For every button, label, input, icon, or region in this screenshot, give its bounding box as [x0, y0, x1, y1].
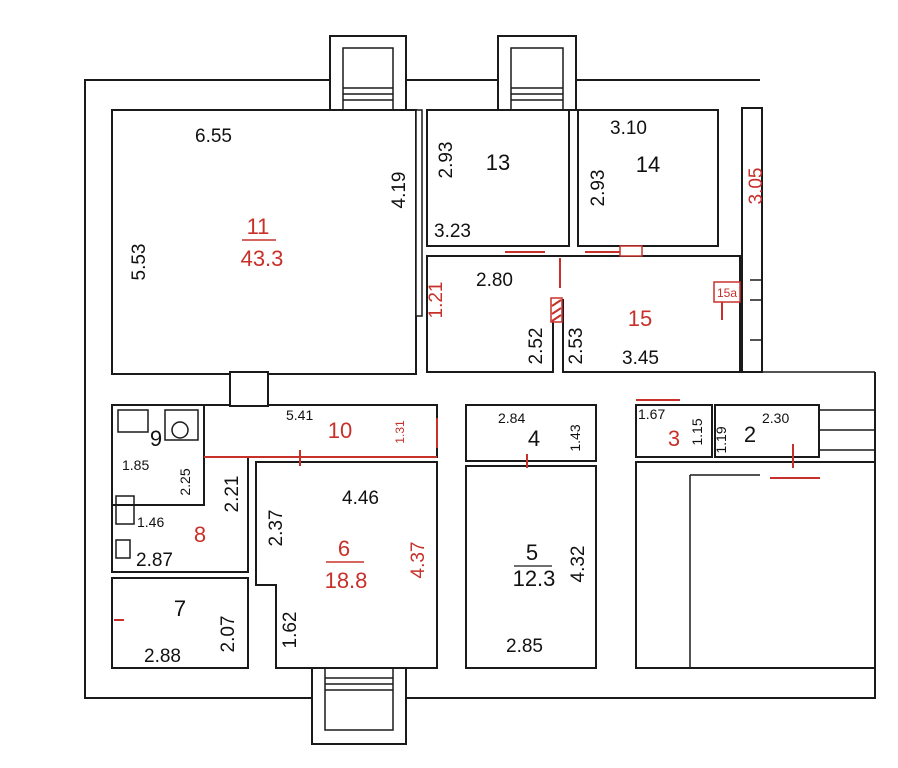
room-10-number: 10	[328, 418, 352, 443]
room-11-dim-height: 5.53	[129, 244, 150, 281]
room-9-dim-height: 2.25	[177, 468, 193, 495]
room-14-dim-top: 3.10	[610, 118, 647, 139]
room-2	[714, 404, 820, 458]
room-11-number: 11	[247, 214, 270, 239]
room-11-dim-4-19: 4.19	[389, 172, 410, 209]
room-2-dim-1-15: 1.15	[689, 418, 705, 445]
room-11	[111, 109, 417, 375]
room-8-fixture	[115, 495, 135, 525]
room-6-dim-2-37: 2.37	[266, 510, 287, 547]
window-bay-top-left	[329, 35, 407, 111]
room-14-dim-side: 2.93	[588, 170, 609, 207]
room-9-number: 9	[150, 426, 162, 451]
room-3-number: 3	[668, 426, 680, 451]
room-11-divider	[415, 109, 423, 317]
room-15-dim-top: 2.80	[476, 270, 513, 291]
room-10-dim-length: 5.41	[286, 407, 313, 423]
room-15a-box	[713, 281, 741, 303]
room-15-number: 15	[628, 306, 652, 331]
room-5-area: 12.3	[513, 566, 556, 591]
room-10-dim-width: 1.31	[393, 420, 407, 444]
room-6-dim-1-62: 1.62	[280, 612, 301, 649]
wall-opening-10	[229, 371, 269, 407]
room-9-fixtures	[117, 409, 199, 441]
room-13-dim-side: 2.93	[436, 142, 457, 179]
room-6-number: 6	[338, 536, 350, 561]
entrance-bay-bottom	[311, 667, 407, 745]
room-8-dim-2-21: 2.21	[222, 476, 243, 513]
room-2-number: 2	[744, 422, 756, 447]
right-exterior-stairs	[689, 409, 875, 668]
room-14-number: 14	[636, 152, 660, 177]
room-5-dim-height: 4.32	[568, 546, 589, 583]
room-6-dim-4-37: 4.37	[408, 542, 429, 579]
room-8-dim-2-87: 2.87	[136, 550, 173, 571]
wc-bowl-icon	[171, 421, 189, 439]
socket-icon	[115, 539, 131, 559]
window-bay-top-right	[497, 35, 577, 111]
room-13-number: 13	[486, 150, 510, 175]
room-13	[426, 109, 570, 247]
room-6-area: 18.8	[325, 568, 368, 593]
room-7-dim-height: 2.07	[218, 616, 239, 653]
room-3-dim: 1.67	[638, 406, 665, 422]
room-11-dim-1-21: 1.21	[426, 282, 447, 319]
stair-strip	[741, 107, 763, 373]
room-right-lower	[635, 461, 876, 669]
room-9-dim-width: 1.85	[122, 457, 149, 473]
pillar-hatch-3	[551, 314, 562, 322]
room-8-dim-1-46: 1.46	[137, 514, 164, 530]
room-15a-label: 15a	[717, 286, 737, 300]
room-4-dim-height: 1.43	[567, 424, 583, 451]
room-7	[111, 577, 249, 669]
room-5-number: 5	[526, 540, 538, 565]
right-cut-mask	[760, 76, 898, 372]
room-4-dim-width: 2.84	[498, 410, 525, 426]
room-15-dim-2-52: 2.52	[526, 328, 547, 365]
room-2-dim-1-19: 1.19	[713, 426, 729, 453]
room-3	[635, 404, 713, 458]
pillar-hatch-2	[551, 307, 562, 315]
room-7-dim-width: 2.88	[144, 646, 181, 667]
pillar-hatch-1	[551, 299, 562, 307]
room-14	[577, 109, 719, 247]
room-15-dim-bottom: 3.45	[622, 348, 659, 369]
room-5	[465, 465, 597, 669]
room-15-dim-2-53: 2.53	[566, 328, 587, 365]
room-8-number: 8	[194, 522, 206, 547]
room-11-area: 43.3	[241, 246, 284, 271]
room-6-dim-top: 4.46	[342, 488, 379, 509]
room-6	[255, 461, 438, 669]
room-2-dim-width: 2.30	[762, 410, 789, 426]
room-cut-dim: 3.05	[746, 168, 767, 205]
room-4-number: 4	[528, 426, 540, 451]
room-11-dim-width: 6.55	[195, 126, 232, 147]
hatch-14	[619, 245, 643, 257]
room-13-dim-bottom: 3.23	[434, 221, 471, 242]
room-4	[465, 404, 597, 462]
room-5-dim-width: 2.85	[506, 636, 543, 657]
stairs-right	[742, 279, 875, 373]
room-7-number: 7	[174, 596, 186, 621]
